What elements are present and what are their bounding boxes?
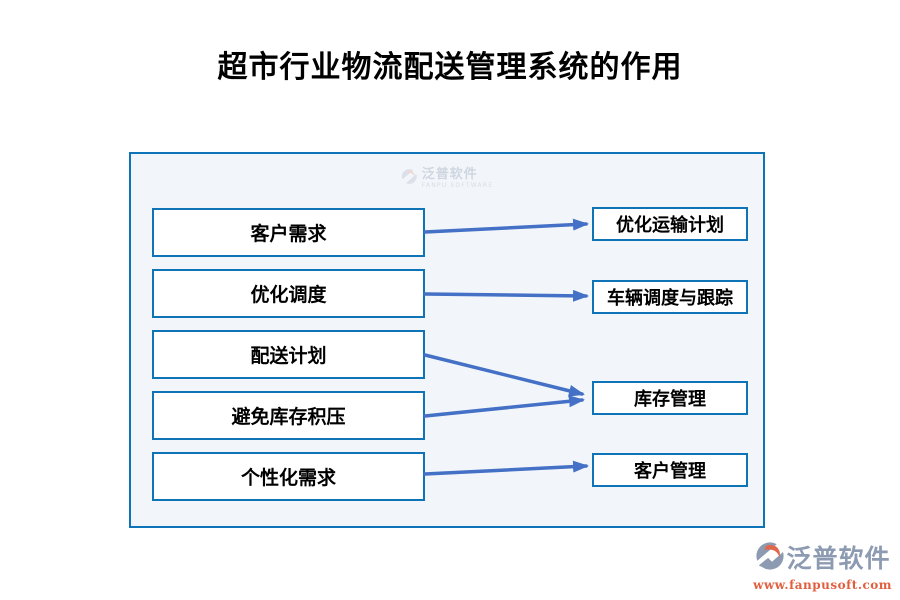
box-customer-management: 客户管理 <box>592 453 748 487</box>
watermark-brand: 泛普软件 <box>421 167 478 182</box>
fanpu-logo-icon <box>753 541 786 575</box>
box-personalized-demand: 个性化需求 <box>152 452 425 501</box>
watermark: 泛普软件 FANPU SOFTWARE <box>400 168 493 189</box>
page-title: 超市行业物流配送管理系统的作用 <box>217 50 683 85</box>
fanpu-logo-icon <box>400 168 418 189</box>
box-customer-demand: 客户需求 <box>152 208 425 257</box>
box-optimized-scheduling: 优化调度 <box>152 269 425 318</box>
box-avoid-inventory-backlog: 避免库存积压 <box>152 391 425 440</box>
footer-website: www.fanpusoft.com <box>753 578 892 592</box>
footer-logo: 泛普软件 www.fanpusoft.com <box>753 541 892 592</box>
box-vehicle-dispatch-tracking: 车辆调度与跟踪 <box>592 280 748 314</box>
watermark-brand-en: FANPU SOFTWARE <box>421 182 494 189</box>
box-optimize-transport-plan: 优化运输计划 <box>592 207 748 241</box>
box-delivery-plan: 配送计划 <box>152 330 425 379</box>
box-inventory-management: 库存管理 <box>592 381 748 415</box>
footer-brand: 泛普软件 <box>786 543 891 573</box>
watermark-text: 泛普软件 FANPU SOFTWARE <box>422 168 493 189</box>
